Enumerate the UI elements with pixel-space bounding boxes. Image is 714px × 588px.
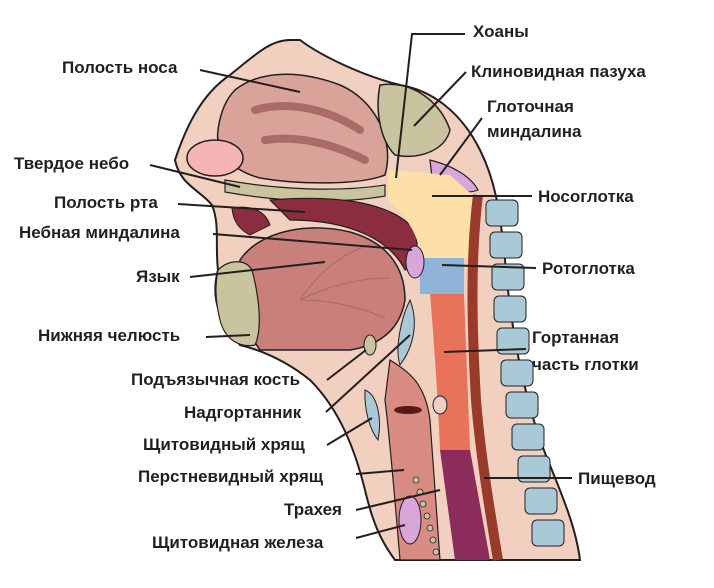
label-epiglottis: Надгортанник — [184, 403, 302, 422]
label-laryngopharynx-line2: часть глотки — [532, 355, 639, 374]
vocal-fold-shape — [394, 406, 422, 414]
vertebral-column — [485, 199, 565, 547]
label-sphenoid-sinus: Клиновидная пазуха — [471, 62, 646, 81]
label-oral-cavity: Полость рта — [54, 193, 158, 212]
label-hyoid: Подъязычная кость — [131, 370, 301, 389]
esophagus-region — [440, 450, 490, 560]
label-thyroid-gland: Щитовидная железа — [152, 533, 324, 552]
nasal-concha-1 — [251, 102, 364, 134]
label-mandible: Нижняя челюсть — [38, 326, 181, 345]
nose-tip-shape — [186, 139, 244, 177]
palatine-tonsil-shape — [405, 245, 425, 279]
label-tongue: Язык — [136, 267, 180, 286]
oropharynx-region — [420, 258, 464, 294]
mandible-shape — [215, 261, 260, 347]
trachea-rings — [412, 476, 440, 556]
label-trachea: Трахея — [284, 500, 342, 519]
thyroid-cartilage-shape — [364, 389, 380, 442]
label-nasal-cavity: Полость носа — [62, 58, 178, 77]
label-thyroid-cartilage: Щитовидный хрящ — [143, 435, 305, 454]
pharyngeal-wall — [467, 194, 503, 561]
label-choanae: Хоаны — [473, 22, 529, 41]
label-laryngopharynx-line1: Гортанная — [532, 328, 620, 347]
label-pharyngeal-tonsil-line2: миндалина — [487, 122, 582, 141]
leader-lines — [149, 33, 572, 539]
nasopharynx-region — [388, 170, 478, 258]
label-pharyngeal-tonsil-line1: Глоточная — [487, 97, 574, 116]
sphenoid-sinus-shape — [377, 83, 451, 157]
epiglottis-shape — [397, 298, 415, 367]
thyroid-gland-shape — [398, 495, 422, 545]
nasal-concha-2 — [261, 134, 369, 164]
hyoid-bone-shape — [363, 334, 377, 356]
label-cricoid-cartilage: Перстневидный хрящ — [138, 467, 324, 486]
tongue-muscle-lines — [299, 244, 391, 319]
label-palatine-tonsil: Небная миндалина — [19, 223, 180, 242]
label-oropharynx: Ротоглотка — [542, 259, 635, 278]
hard-palate-shape — [224, 179, 386, 202]
nasal-cavity-shape — [216, 73, 389, 184]
label-hard-palate: Твердое небо — [14, 154, 130, 173]
label-esophagus: Пищевод — [578, 469, 656, 488]
label-nasopharynx: Носоглотка — [538, 187, 634, 206]
laryngeal-ventricle-shape — [432, 395, 448, 415]
tongue-shape — [238, 227, 406, 351]
